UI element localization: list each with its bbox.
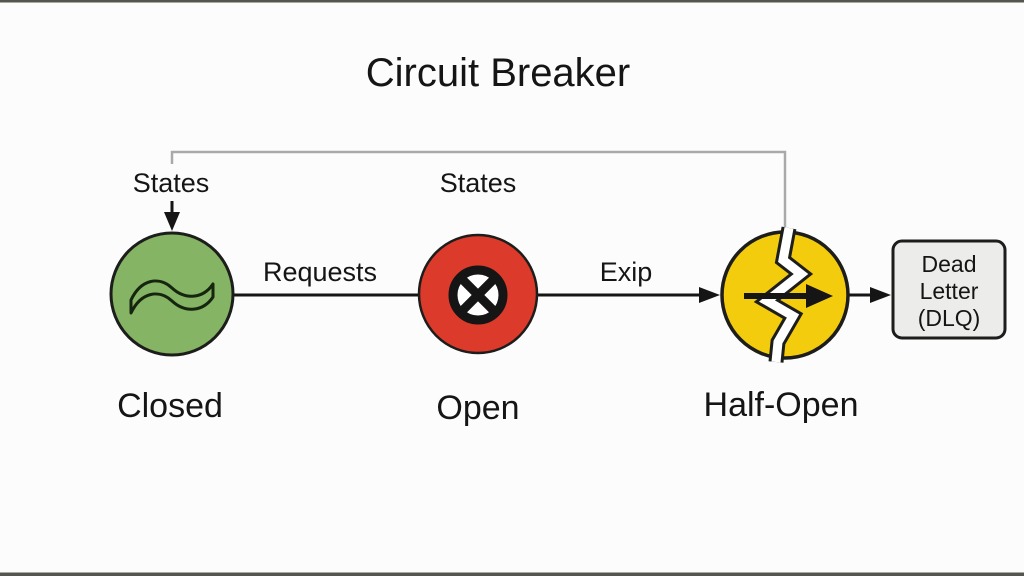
open-node xyxy=(417,233,539,355)
requests-label: Requests xyxy=(263,257,377,287)
dlq-arrowhead-icon xyxy=(870,287,891,303)
wave-icon xyxy=(129,279,215,315)
closed-circle xyxy=(109,231,235,357)
half-open-node xyxy=(720,226,850,363)
exip-label: Exip xyxy=(600,257,653,287)
frame-top-edge xyxy=(0,0,1024,3)
dlq-label-line3: (DLQ) xyxy=(918,305,981,331)
dlq-box: Dead Letter (DLQ) xyxy=(891,239,1007,340)
broken-arrow-icon xyxy=(744,226,833,363)
diagram-title: Circuit Breaker xyxy=(366,51,631,95)
dlq-rect xyxy=(891,239,1007,340)
exip-arrowhead-icon xyxy=(699,287,720,303)
dlq-label-line2: Letter xyxy=(920,278,979,304)
circle-x-icon xyxy=(448,265,508,325)
closed-node-label: Closed xyxy=(117,387,223,425)
open-node-label: Open xyxy=(436,389,519,427)
states-arrowhead-icon xyxy=(164,212,180,231)
loop-line xyxy=(170,150,787,233)
closed-node xyxy=(109,231,235,357)
states-top-label: States xyxy=(133,168,210,198)
frame-bottom-edge xyxy=(0,572,1024,576)
half-open-node-label: Half-Open xyxy=(704,386,859,424)
states-mid-label: States xyxy=(440,168,517,198)
dlq-label-line1: Dead xyxy=(922,251,977,277)
